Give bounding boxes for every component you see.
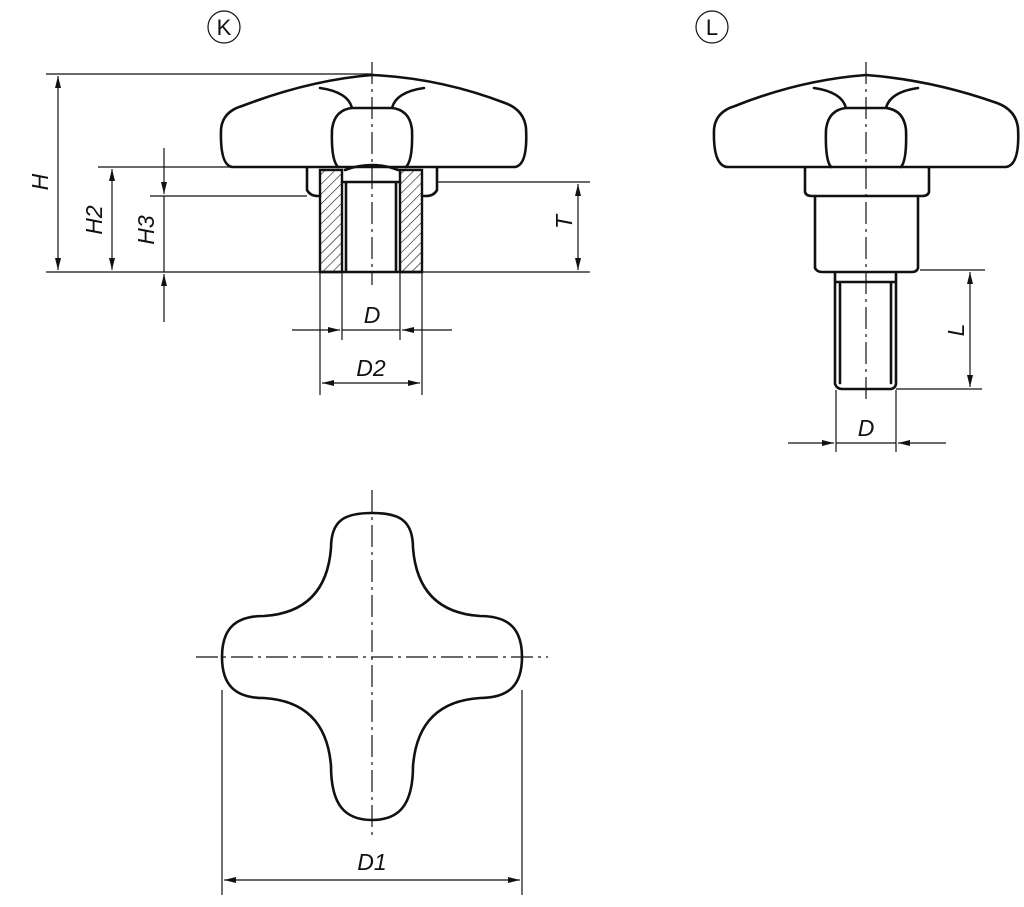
- label-h3: H3: [133, 215, 159, 245]
- sleeve-wall-right: [398, 168, 424, 274]
- label-h2: H2: [81, 205, 107, 235]
- view-l-badge: L: [695, 10, 729, 44]
- label-d2: D2: [356, 355, 386, 381]
- view-l: L L D: [695, 10, 1020, 452]
- sleeve-flange: [305, 166, 439, 198]
- label-t: T: [551, 213, 577, 229]
- knob-profile: [712, 73, 1020, 169]
- view-k: K H H2 H3 T D D2: [27, 10, 590, 395]
- shaft: [813, 194, 920, 274]
- view-k-badge: K: [207, 10, 241, 44]
- svg-text:K: K: [217, 15, 232, 40]
- view-top: D1: [196, 490, 548, 895]
- label-d: D: [858, 415, 875, 441]
- svg-text:L: L: [706, 15, 718, 40]
- label-h: H: [27, 173, 53, 190]
- collar: [803, 166, 931, 198]
- knob-boss: [318, 86, 426, 169]
- threaded-bore: [318, 163, 424, 274]
- knob-boss: [812, 86, 920, 169]
- label-l: L: [943, 324, 969, 337]
- label-d1: D1: [357, 849, 386, 875]
- sleeve-wall-left: [318, 168, 344, 274]
- knob-profile: [219, 73, 528, 169]
- label-d: D: [364, 302, 381, 328]
- four-arm-knob-outline: [220, 511, 524, 822]
- threaded-stud: [833, 272, 898, 391]
